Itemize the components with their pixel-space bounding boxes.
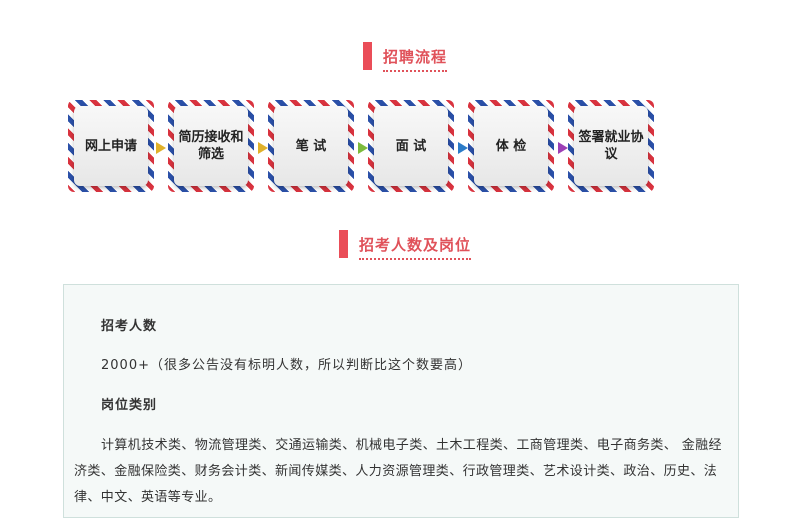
step-label: 笔 试	[274, 106, 348, 186]
step-online-application: 网上申请	[68, 100, 154, 192]
title-accent-bar	[338, 230, 348, 258]
arrow-icon	[156, 142, 166, 154]
step-label: 网上申请	[74, 106, 148, 186]
step-sign-agreement: 签署就业协议	[568, 100, 654, 192]
step-label: 面 试	[374, 106, 448, 186]
positions-panel: 招考人数 2000+（很多公告没有标明人数，所以判断比这个数要高） 岗位类别 计…	[63, 284, 739, 518]
step-written-test: 笔 试	[268, 100, 354, 192]
count-label: 招考人数	[101, 319, 158, 334]
step-label: 体 检	[474, 106, 548, 186]
section-title-process: 招聘流程	[0, 42, 810, 76]
process-steps: 网上申请 简历接收和筛选 笔 试 面 试 体 检 签署就业协议	[68, 100, 668, 195]
step-label: 签署就业协议	[574, 106, 648, 186]
section-title-positions: 招考人数及岗位	[0, 230, 810, 264]
arrow-icon	[358, 142, 368, 154]
arrow-icon	[458, 142, 468, 154]
title-accent-bar	[362, 42, 372, 70]
arrow-icon	[258, 142, 268, 154]
category-label: 岗位类别	[101, 398, 158, 413]
step-label: 简历接收和筛选	[174, 106, 248, 186]
positions-title-text: 招考人数及岗位	[358, 234, 471, 260]
arrow-icon	[558, 142, 568, 154]
category-text: 计算机技术类、物流管理类、交通运输类、机械电子类、土木工程类、工商管理类、电子商…	[74, 438, 722, 505]
process-title-text: 招聘流程	[382, 46, 447, 72]
count-value: 2000+（很多公告没有标明人数，所以判断比这个数要高）	[101, 358, 472, 373]
step-resume-screening: 简历接收和筛选	[168, 100, 254, 192]
step-physical-exam: 体 检	[468, 100, 554, 192]
step-interview: 面 试	[368, 100, 454, 192]
